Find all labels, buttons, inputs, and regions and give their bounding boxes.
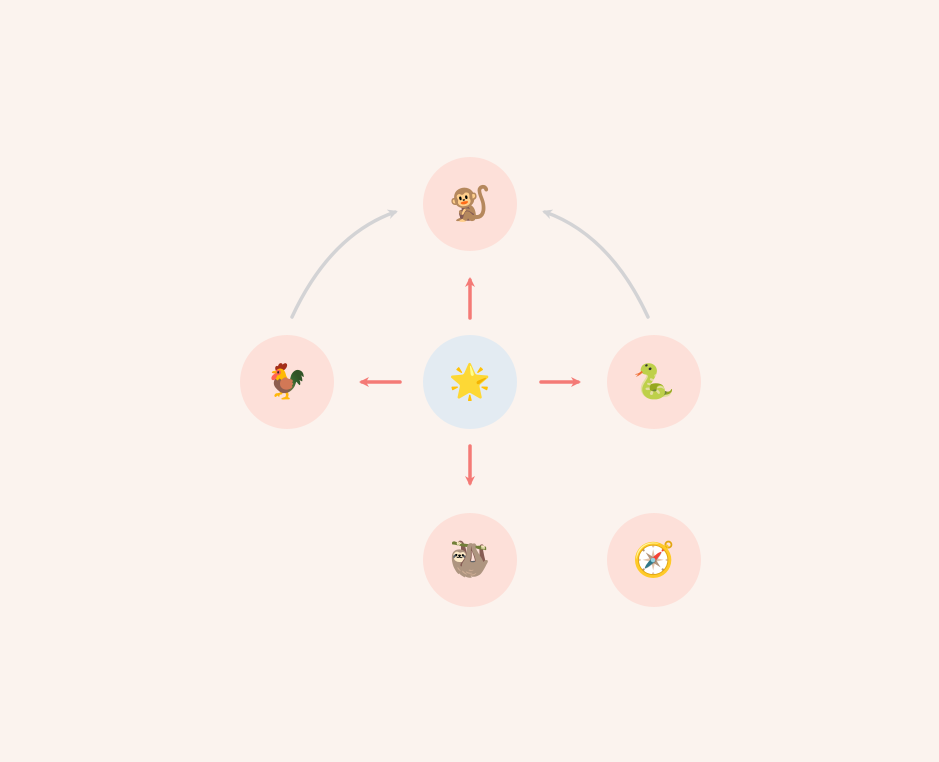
glowing-star-icon: 🌟 <box>448 362 492 402</box>
node-snake: 🐍 <box>607 335 701 429</box>
snake-icon: 🐍 <box>632 362 676 402</box>
arrow-right-to-top <box>542 209 650 319</box>
node-rooster: 🐓 <box>240 335 334 429</box>
node-sloth: 🦥 <box>423 513 517 607</box>
compass-icon: 🧭 <box>632 540 676 580</box>
monkey-icon: 🐒 <box>448 184 492 224</box>
node-glowing-star: 🌟 <box>423 335 517 429</box>
sloth-icon: 🦥 <box>448 540 492 580</box>
node-monkey: 🐒 <box>423 157 517 251</box>
node-compass: 🧭 <box>607 513 701 607</box>
arrow-left-to-top <box>290 209 398 319</box>
rooster-icon: 🐓 <box>265 362 309 402</box>
